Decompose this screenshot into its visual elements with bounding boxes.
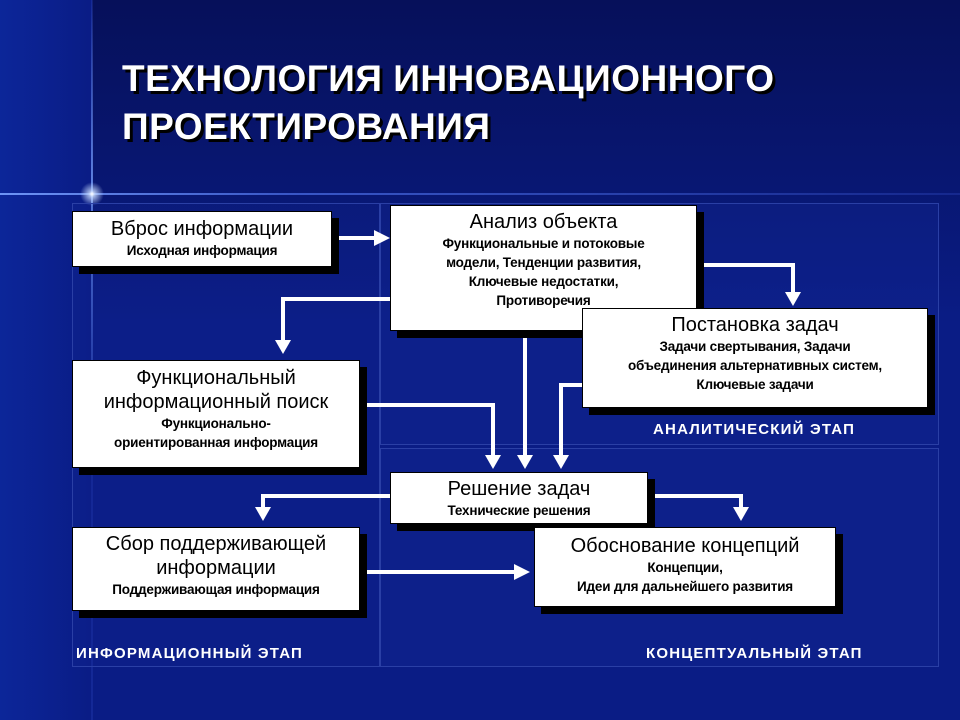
slide-title: ТЕХНОЛОГИЯ ИННОВАЦИОННОГО ПРОЕКТИРОВАНИЯ [122, 55, 922, 151]
box-sbor-sub-1: Поддерживающая информация [112, 582, 320, 597]
box-reshenie-sub-1: Технические решения [447, 503, 591, 518]
box-sbor-informacii: Сбор поддерживающей информации Поддержив… [72, 527, 360, 611]
box-poisk-title-2: информационный поиск [103, 391, 329, 413]
box-obosnovanie-koncepcij: Обоснование концепций Концепции, Идеи дл… [534, 527, 836, 607]
box-poisk-sub-1: Функционально- [161, 416, 271, 431]
box-poisk-sub-2: ориентированная информация [114, 435, 318, 450]
box-vbros-sub-1: Исходная информация [126, 243, 278, 258]
box-postanovka-title: Постановка задач [671, 314, 839, 336]
box-obosnovanie-sub-2: Идеи для дальнейшего развития [577, 579, 793, 594]
box-analiz-sub-3: Ключевые недостатки, [468, 274, 619, 289]
box-reshenie-title: Решение задач [447, 478, 591, 500]
box-postanovka-sub-1: Задачи свертывания, Задачи [659, 339, 851, 354]
box-sbor-title-2: информации [156, 557, 276, 579]
stage-label-analytical: АНАЛИТИЧЕСКИЙ ЭТАП [653, 421, 856, 438]
title-line-1: ТЕХНОЛОГИЯ ИННОВАЦИОННОГО [122, 58, 775, 99]
box-postanovka-sub-2: объединения альтернативных систем, [628, 358, 882, 373]
stage-label-conceptual: КОНЦЕПТУАЛЬНЫЙ ЭТАП [646, 645, 863, 662]
title-line-2: ПРОЕКТИРОВАНИЯ [122, 106, 491, 147]
box-obosnovanie-title: Обоснование концепций [570, 535, 800, 557]
box-analiz-sub-4: Противоречия [496, 293, 591, 308]
decorative-horizontal-line [0, 193, 960, 195]
arrow-analiz-to-postanovka [697, 263, 795, 292]
box-analiz-sub-2: модели, Тенденции развития, [446, 255, 641, 270]
box-obosnovanie-sub-1: Концепции, [647, 560, 723, 575]
arrow-reshenie-to-sbor [261, 494, 390, 507]
box-analiz-title: Анализ объекта [469, 211, 618, 233]
box-poisk-title-1: Функциональный [136, 367, 296, 389]
arrow-poisk-to-reshenie [360, 403, 495, 455]
stage-label-informational: ИНФОРМАЦИОННЫЙ ЭТАП [76, 645, 304, 662]
box-funkcionalnyj-poisk: Функциональный информационный поиск Функ… [72, 360, 360, 468]
arrow-analiz-to-poisk [281, 297, 390, 340]
arrow-reshenie-to-obosnovanie [648, 494, 743, 507]
box-postanovka-sub-3: Ключевые задачи [696, 377, 814, 392]
box-sbor-title-1: Сбор поддерживающей [105, 533, 327, 555]
sparkle-icon [80, 182, 104, 206]
box-reshenie-zadach: Решение задач Технические решения [390, 472, 648, 524]
box-vbros-informacii: Вброс информации Исходная информация [72, 211, 332, 267]
box-analiz-sub-1: Функциональные и потоковые [442, 236, 645, 251]
box-vbros-title: Вброс информации [110, 218, 294, 240]
arrow-postanovka-to-reshenie [559, 383, 582, 455]
box-postanovka-zadach: Постановка задач Задачи свертывания, Зад… [582, 308, 928, 408]
